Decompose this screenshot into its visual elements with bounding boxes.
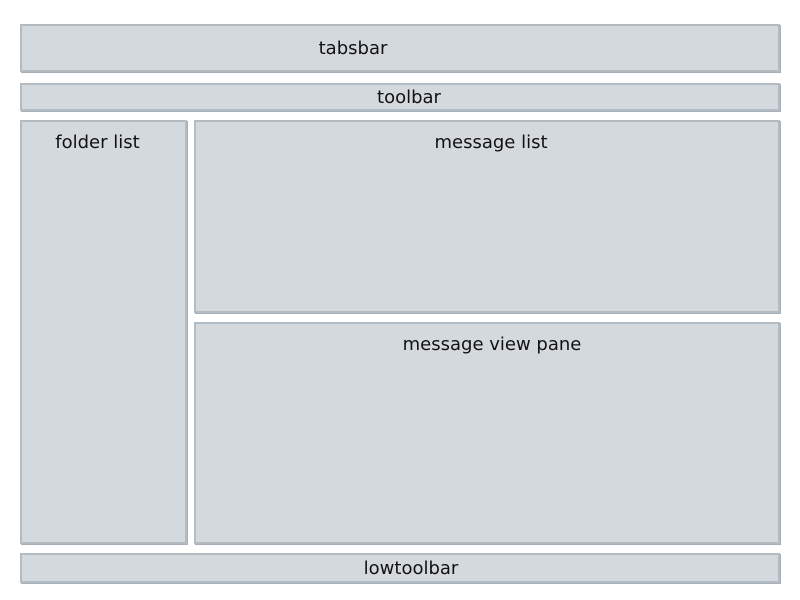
tabsbar-label: tabsbar: [318, 37, 388, 59]
message-view-pane-region: message view pane: [194, 322, 780, 544]
tabsbar-region: tabsbar: [20, 24, 780, 72]
message-list-label: message list: [434, 132, 548, 153]
lowtoolbar-region: lowtoolbar: [20, 553, 780, 583]
folder-list-label: folder list: [55, 132, 140, 153]
message-view-pane-label: message view pane: [402, 334, 582, 355]
folder-list-region: folder list: [20, 120, 187, 544]
message-list-region: message list: [194, 120, 780, 313]
lowtoolbar-label: lowtoolbar: [363, 557, 459, 579]
toolbar-label: toolbar: [377, 86, 441, 108]
toolbar-region: toolbar: [20, 83, 780, 111]
